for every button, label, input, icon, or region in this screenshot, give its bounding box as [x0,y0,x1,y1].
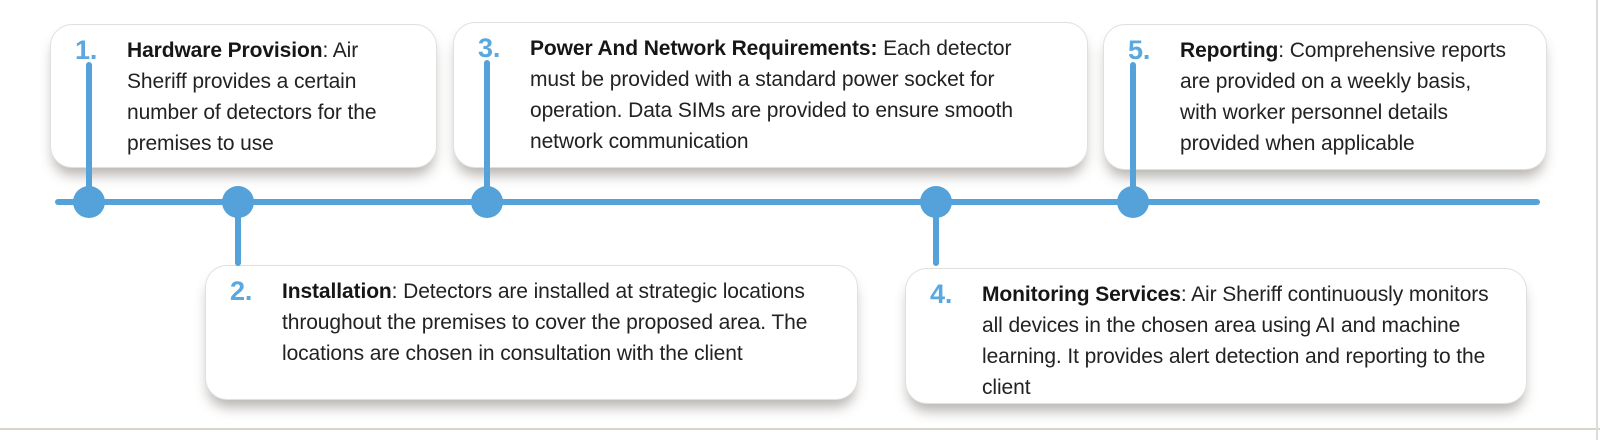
step-number: 5. [1128,35,1151,65]
step-number: 2. [230,276,253,306]
step-card-1: 1. Hardware Provision: Air Sheriff provi… [50,24,437,168]
timeline-node-4 [920,186,952,218]
timeline-node-1 [73,186,105,218]
slide-right-border [1596,0,1598,440]
step-card-5: 5. Reporting: Comprehensive reports are … [1103,24,1547,170]
step-2-connector [235,202,241,266]
step-body: : Detectors are installed at strategic l… [282,280,808,365]
step-4-connector [933,202,939,266]
step-text: Reporting: Comprehensive reports are pro… [1180,35,1506,159]
timeline-node-3 [471,186,503,218]
step-title: Reporting [1180,39,1279,62]
step-3-connector [484,60,490,202]
step-text: Hardware Provision: Air Sheriff provides… [127,35,410,159]
step-number: 3. [478,33,501,63]
step-number: 4. [930,279,953,309]
step-text: Installation: Detectors are installed at… [282,276,831,369]
step-card-3: 3. Power And Network Requirements: Each … [453,22,1088,168]
step-text: Power And Network Requirements: Each det… [530,33,1061,157]
slide-bottom-border [0,428,1600,430]
step-card-2: 2. Installation: Detectors are installed… [205,265,858,400]
step-title: Power And Network Requirements: [530,37,878,60]
step-title: Monitoring Services [982,283,1181,306]
step-title: Hardware Provision [127,39,323,62]
step-number: 1. [75,35,98,65]
step-body: : Air Sheriff continuously monitors all … [982,283,1489,399]
step-1-connector [86,62,92,202]
step-body: : Comprehensive reports are provided on … [1180,39,1506,155]
step-body: : Air Sheriff provides a certain number … [127,39,377,155]
timeline-line [55,199,1540,205]
timeline-node-2 [222,186,254,218]
step-title: Installation [282,280,392,303]
step-body: Each detector must be provided with a st… [530,37,1013,153]
step-text: Monitoring Services: Air Sheriff continu… [982,279,1500,403]
timeline-node-5 [1117,186,1149,218]
step-card-4: 4. Monitoring Services: Air Sheriff cont… [905,268,1527,404]
step-5-connector [1130,62,1136,202]
